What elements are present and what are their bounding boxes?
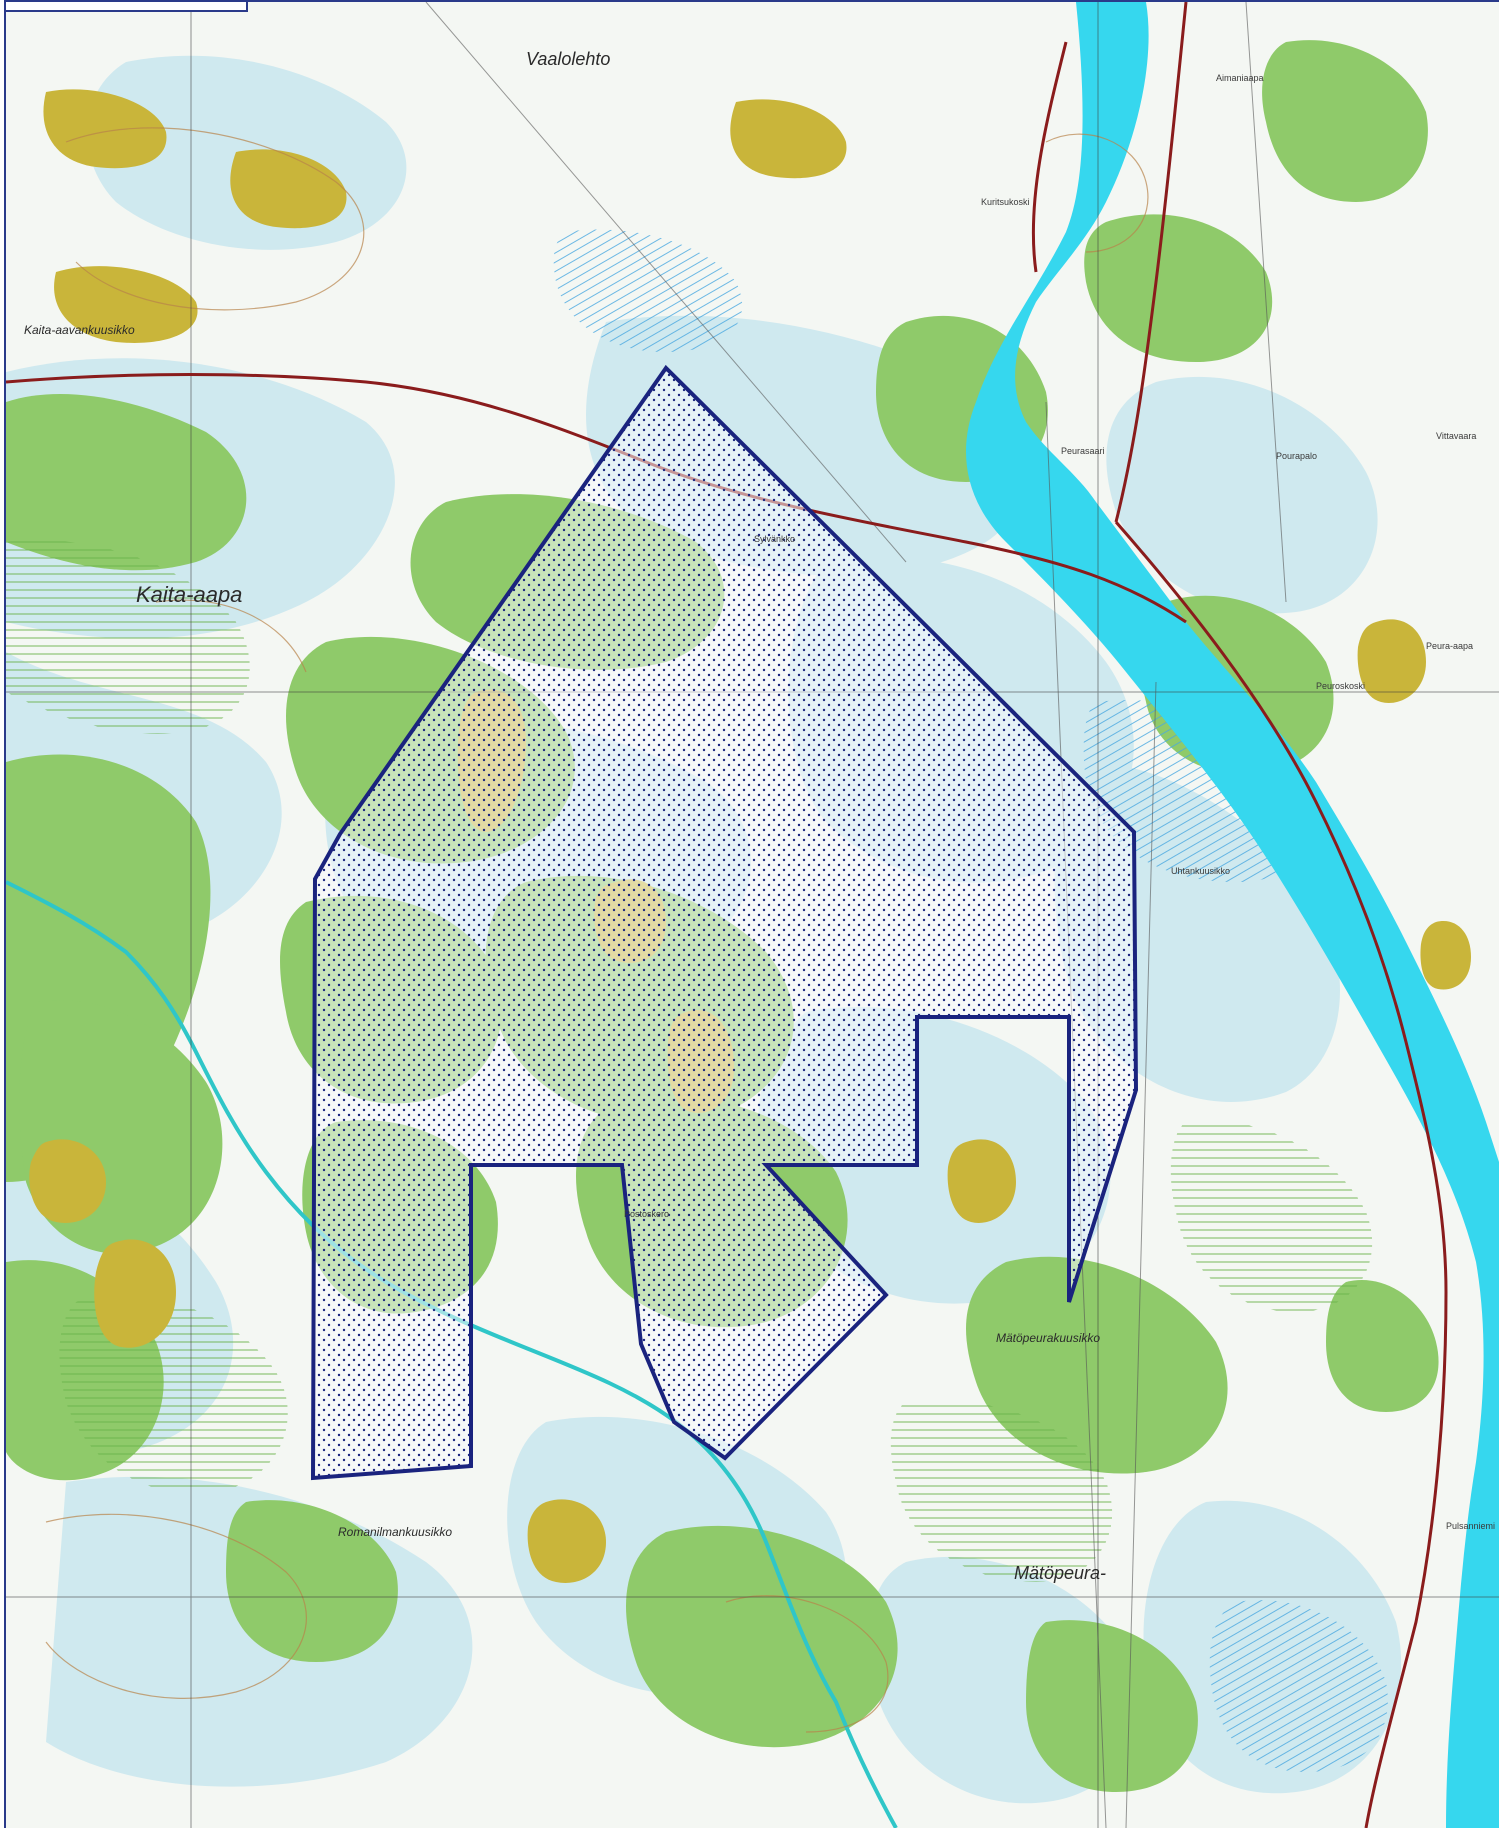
label-romanilmankuusikko: Romanilmankuusikko: [338, 1525, 453, 1539]
label-matopeura: Mätöpeura-: [1014, 1563, 1107, 1583]
roads: [6, 2, 1448, 1828]
label-vittavaara: Vittavaara: [1436, 431, 1477, 441]
label-sylvanikko: Sylvänkko: [754, 534, 796, 544]
label-pulsanniemi: Pulsanniemi: [1446, 1521, 1496, 1531]
label-kaita-aapa: Kaita-aapa: [136, 582, 243, 607]
map-canvas[interactable]: [6, 2, 1499, 1828]
label-kuritsukoski: Kuritsukoski: [981, 197, 1030, 207]
river: [6, 880, 898, 1828]
label-peura-aapa: Peura-aapa: [1426, 641, 1474, 651]
map-corner-tab: [6, 2, 248, 12]
label-peurasaari: Peurasaari: [1061, 446, 1105, 456]
project-area-pattern: [313, 368, 1136, 1478]
label-vaalolehto: Vaalolehto: [526, 49, 611, 69]
label-postoskero: Postoskero: [624, 1209, 670, 1219]
label-kaita-aavankuusikko: Kaita-aavankuusikko: [24, 323, 135, 337]
topographic-map[interactable]: Vaalolehto Kaita-aavankuusikko Kaita-aap…: [4, 0, 1499, 1828]
label-matopeurakuusikko: Mätöpeurakuusikko: [996, 1331, 1101, 1345]
label-peuroskoski: Peuroskoski: [1316, 681, 1366, 691]
label-pourapalo: Pourapalo: [1276, 451, 1318, 461]
label-uhtankuusikko: Uhtankuusikko: [1171, 866, 1231, 876]
project-area-boundary[interactable]: [310, 364, 1139, 1481]
label-aimaniaapa: Aimaniaapa: [1216, 73, 1264, 83]
